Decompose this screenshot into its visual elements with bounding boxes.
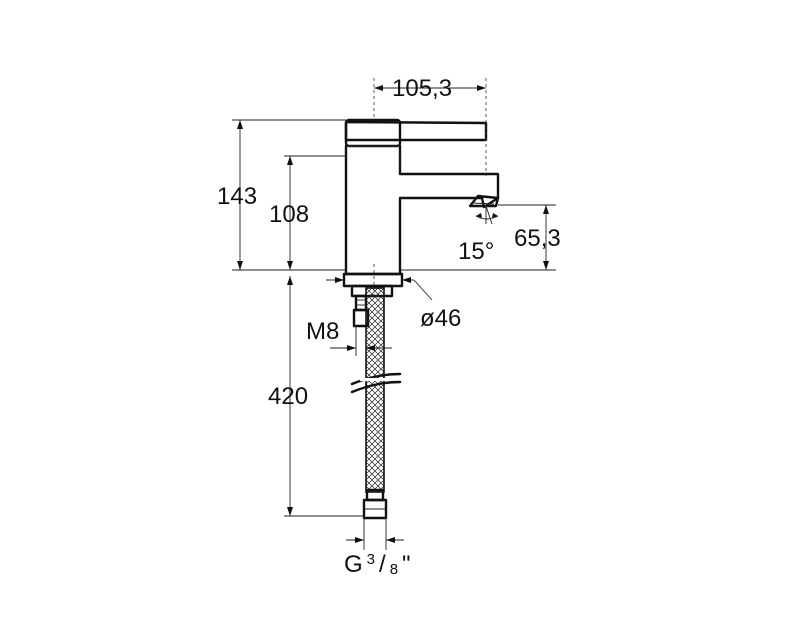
dimension-labels: 105,3 143 108 15° 65,3 ø46 M8 420 G 3 / … (217, 75, 561, 578)
arrow-icon (237, 120, 243, 129)
base-flange (342, 272, 404, 288)
arrow-icon (492, 213, 498, 218)
label-connection-den: 8 (390, 561, 398, 578)
lever-handle (344, 120, 488, 142)
dimension-lines (232, 85, 556, 550)
spout-aerator (468, 194, 500, 208)
label-connection-unit: " (402, 551, 411, 578)
arrow-icon (374, 85, 383, 91)
arrow-icon (543, 205, 549, 214)
hose-break-mark (350, 380, 402, 394)
arrow-icon (402, 277, 411, 283)
arrow-icon (347, 345, 356, 351)
threaded-stud (354, 294, 368, 312)
arrow-icon (287, 276, 293, 285)
arrow-icon (366, 345, 375, 351)
angle-ref-tilted (485, 205, 493, 225)
label-connection-num: 3 (367, 551, 375, 568)
break-gap (360, 378, 390, 381)
arrow-icon (287, 156, 293, 165)
label-spout-height: 65,3 (514, 225, 561, 252)
hose-break-mark (350, 372, 402, 386)
arrow-icon (543, 261, 549, 270)
arrow-icon (335, 277, 344, 283)
leader-base-diameter (413, 279, 433, 301)
arrow-icon (477, 85, 486, 91)
aerator-line (471, 202, 495, 205)
label-body-height: 108 (269, 201, 309, 228)
arrow-icon (355, 537, 364, 543)
label-thread: M8 (306, 318, 339, 345)
label-base-diameter: ø46 (420, 305, 461, 332)
label-connection-slash: / (379, 551, 386, 578)
arrow-icon (476, 213, 482, 218)
base-mounting (342, 78, 487, 520)
arrow-icon (386, 537, 395, 543)
label-spout-angle: 15° (458, 238, 494, 265)
braided-hose (365, 287, 385, 493)
label-connection: G 3 / 8 " (344, 551, 411, 578)
angle-arc (475, 215, 499, 220)
lever-knob (344, 118, 402, 148)
label-hose-length: 420 (268, 383, 308, 410)
arrow-icon (287, 261, 293, 270)
label-total-height: 143 (217, 183, 257, 210)
arrow-icon (237, 261, 243, 270)
label-spout-reach: 105,3 (392, 75, 452, 102)
body-joint-line (346, 145, 401, 170)
arrow-icon (287, 507, 293, 516)
label-connection-main: G (344, 551, 363, 578)
